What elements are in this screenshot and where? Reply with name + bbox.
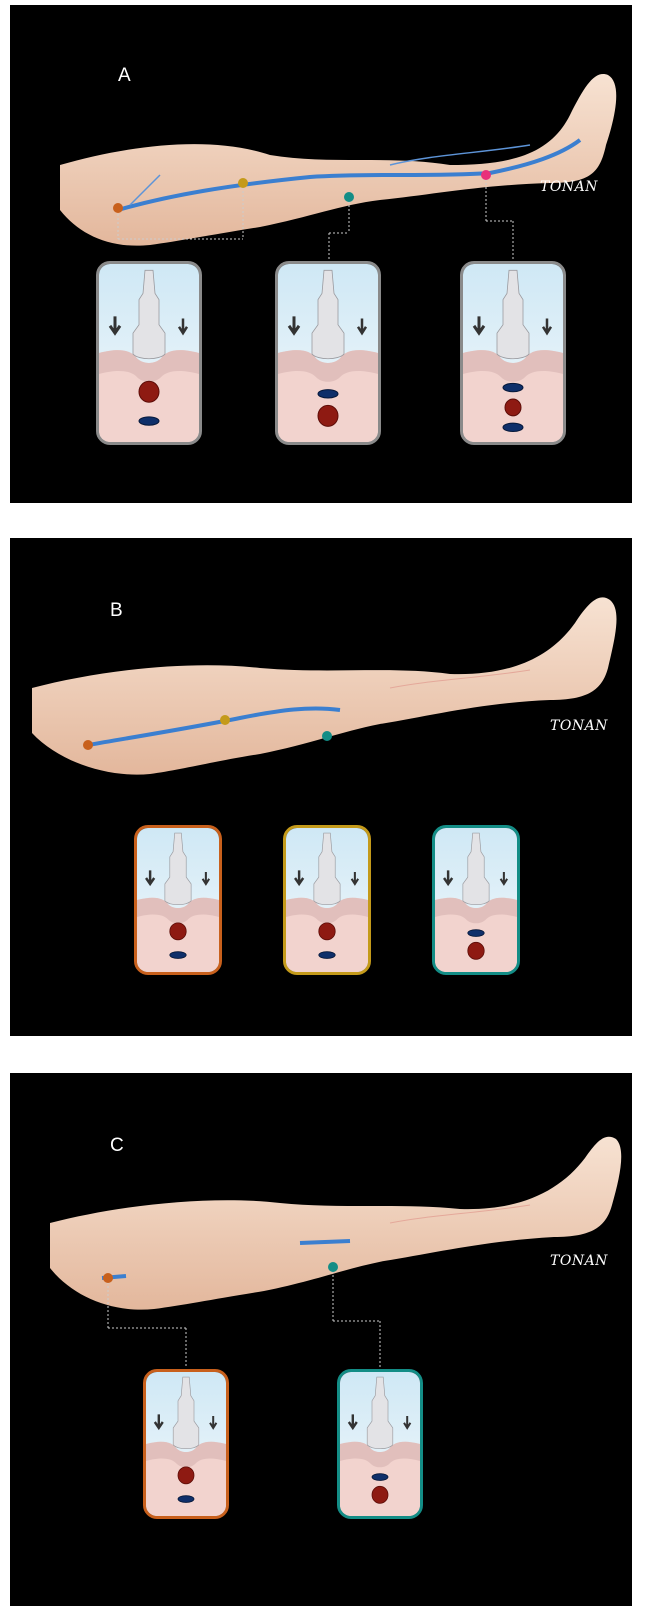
- artery-cross-section: [505, 399, 521, 416]
- vein-cross-section: [318, 390, 338, 398]
- marker-teal: [344, 192, 354, 202]
- artery-cross-section: [372, 1486, 388, 1503]
- vein-cross-section: [170, 952, 186, 959]
- vein-cross-section: [503, 383, 523, 391]
- probe-card-gray: [275, 261, 381, 445]
- probe-card-teal: [432, 825, 520, 975]
- panel-label: A: [118, 65, 131, 87]
- marker-pink: [481, 170, 491, 180]
- panel-c: C TONAN: [10, 1073, 632, 1606]
- marker-gold: [220, 715, 230, 725]
- vein-cross-section: [372, 1474, 388, 1481]
- marker-orange: [113, 203, 123, 213]
- artist-signature: TONAN: [550, 1253, 608, 1269]
- probe-card-gray: [460, 261, 566, 445]
- probe-card-teal: [337, 1369, 423, 1519]
- probe-card-gold: [283, 825, 371, 975]
- artery-cross-section: [468, 942, 484, 959]
- artery-cross-section: [319, 923, 335, 940]
- vein-cross-section: [503, 423, 523, 431]
- artery-cross-section: [178, 1467, 194, 1484]
- vein-cross-section: [139, 417, 159, 425]
- vein-cross-section: [468, 930, 484, 937]
- artist-signature: TONAN: [550, 718, 608, 734]
- vein-cross-section: [319, 952, 335, 959]
- marker-teal: [328, 1262, 338, 1272]
- panel-label: C: [110, 1135, 124, 1157]
- probe-card-orange: [143, 1369, 229, 1519]
- probe-card-gray: [96, 261, 202, 445]
- marker-gold: [238, 178, 248, 188]
- artery-cross-section: [318, 405, 338, 426]
- panel-label: B: [110, 600, 123, 622]
- marker-orange: [103, 1273, 113, 1283]
- marker-orange: [83, 740, 93, 750]
- leg-illustration-c: [10, 1073, 632, 1606]
- probe-card-orange: [134, 825, 222, 975]
- panel-a: A TONAN: [10, 5, 632, 503]
- artery-cross-section: [139, 381, 159, 402]
- artist-signature: TONAN: [540, 179, 598, 195]
- marker-teal: [322, 731, 332, 741]
- artery-cross-section: [170, 923, 186, 940]
- vein-cross-section: [178, 1496, 194, 1503]
- panel-b: B TONAN: [10, 538, 632, 1036]
